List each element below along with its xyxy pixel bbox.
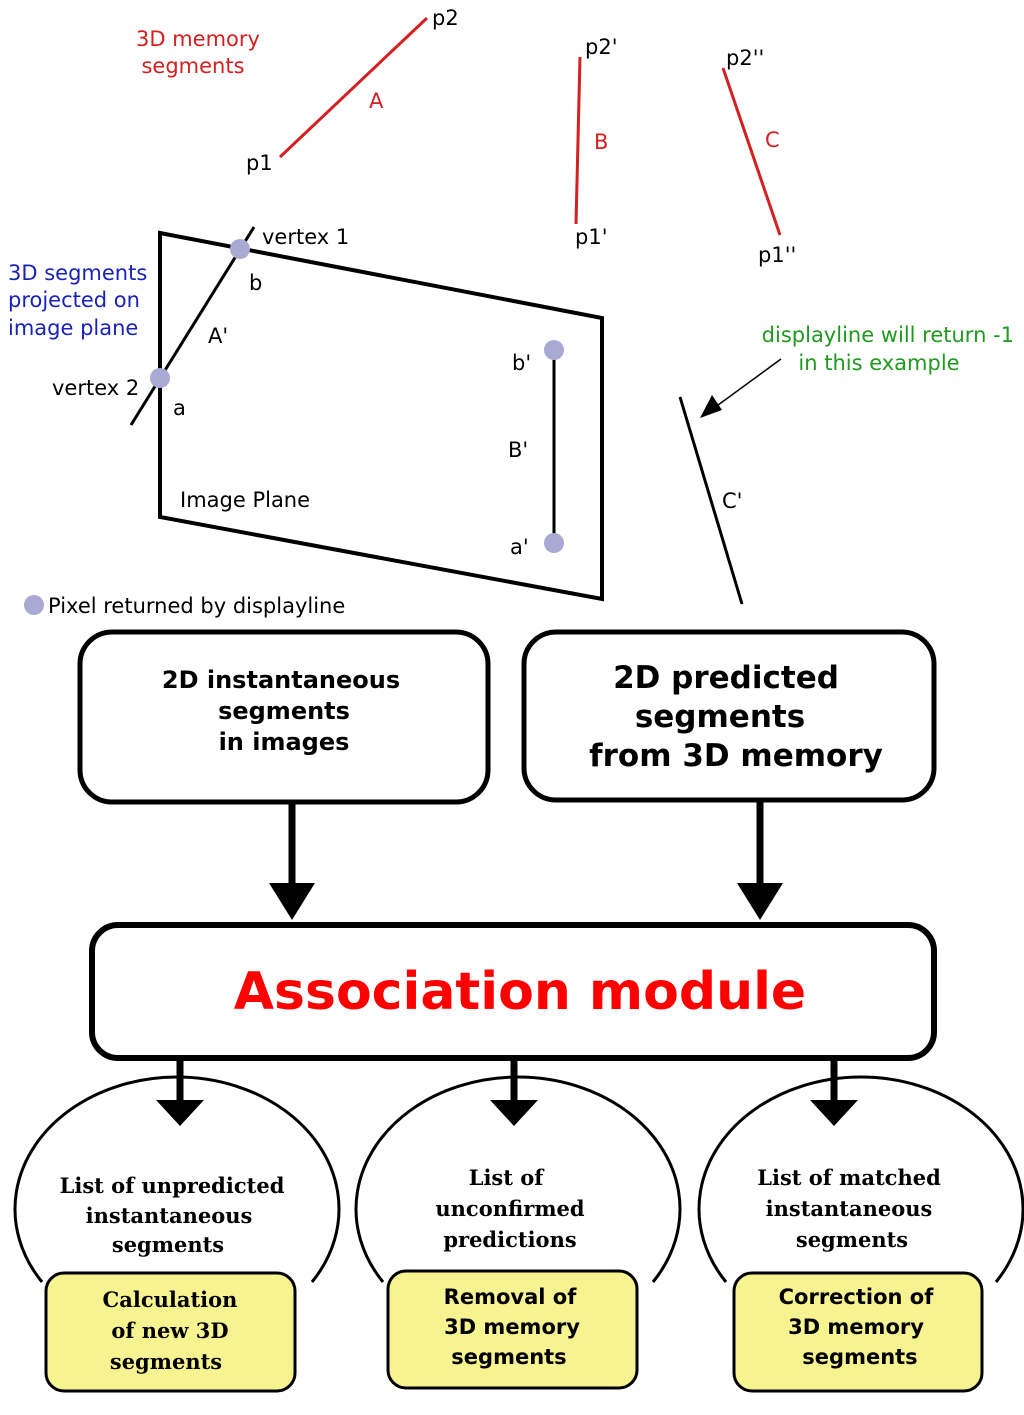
annotation-arrow-shaft	[713, 358, 782, 409]
output-2-arc	[354, 1075, 682, 1283]
vertex-1-pixel-dot	[230, 239, 250, 259]
arrow-output-2-head	[490, 1100, 538, 1126]
projected-label-line1: 3D segments	[8, 261, 147, 285]
projected-segment-c-prime	[678, 396, 744, 605]
output-1-list-line2: instantaneous	[86, 1203, 253, 1228]
input-right-line3: from 3D memory	[589, 738, 883, 774]
association-module-title: Association module	[234, 962, 806, 1022]
output-2-list-line3: predictions	[443, 1227, 576, 1252]
memory-segment-a	[278, 16, 429, 159]
segment-c-label: C	[765, 128, 780, 152]
output-3-list-line2: instantaneous	[766, 1196, 933, 1221]
segment-a-prime-label: A'	[208, 324, 228, 348]
output-3-action-line1: Correction of	[779, 1285, 935, 1309]
input-box-predicted	[521, 629, 937, 803]
output-3-list-line3: segments	[796, 1227, 908, 1252]
output-3-action-box	[732, 1271, 984, 1393]
arrow-right-head	[737, 883, 783, 920]
arrow-left-head	[269, 883, 315, 920]
output-2-action-line3: segments	[451, 1345, 566, 1369]
input-left-line2: segments	[218, 697, 350, 725]
segment-a-label: A	[369, 89, 384, 113]
point-a-prime-label: a'	[510, 535, 529, 559]
output-1-action-box	[44, 1271, 297, 1393]
segment-b-start-label: p1'	[575, 225, 607, 249]
annotation-arrow-head	[700, 395, 722, 418]
legend-pixel-dot	[24, 595, 44, 615]
output-1-arc	[13, 1075, 341, 1283]
segment-b-end-label: p2'	[585, 35, 617, 59]
output-1-list-line3: segments	[112, 1232, 224, 1257]
point-b-label: b	[249, 271, 262, 295]
memory-segment-c	[721, 67, 782, 236]
segment-c-end-label: p2''	[726, 46, 764, 70]
output-3-action-line3: segments	[802, 1345, 917, 1369]
segment-c-start-label: p1''	[758, 243, 796, 267]
point-b-prime-label: b'	[512, 351, 531, 375]
image-plane-label: Image Plane	[180, 488, 310, 512]
output-1-action-line1: Calculation	[103, 1287, 238, 1312]
memory-segment-b	[574, 56, 582, 225]
point-a-label: a	[173, 396, 186, 420]
output-1-list-line1: List of unpredicted	[60, 1173, 285, 1198]
arrow-output-1-head	[156, 1100, 204, 1126]
annotation-line1: displayline will return -1	[762, 323, 1014, 347]
memory-heading-line2: segments	[141, 54, 244, 78]
output-3-action-line2: 3D memory	[788, 1315, 924, 1339]
segment-b-label: B	[594, 130, 608, 154]
input-left-line1: 2D instantaneous	[162, 666, 400, 694]
output-2-list-line2: unconfirmed	[435, 1196, 585, 1221]
projected-segment-a-prime	[129, 226, 256, 426]
segment-a-start-label: p1	[246, 151, 273, 175]
segment-c-prime-label: C'	[722, 489, 742, 513]
input-left-line3: in images	[219, 728, 350, 756]
output-2-action-line1: Removal of	[444, 1285, 578, 1309]
output-2-action-box	[386, 1269, 639, 1390]
vertex-2-pixel-dot	[150, 368, 170, 388]
output-2-action-line2: 3D memory	[444, 1315, 580, 1339]
segment-b-prime-label: B'	[508, 438, 528, 462]
input-box-instantaneous	[77, 629, 491, 805]
arrow-output-3-head	[810, 1100, 858, 1126]
projected-label-line2: projected on	[8, 288, 140, 312]
association-module-box	[89, 922, 937, 1061]
input-right-line1: 2D predicted	[613, 660, 839, 696]
input-right-line2: segments	[635, 699, 805, 735]
vertex-1-label: vertex 1	[262, 225, 349, 249]
output-3-arc	[697, 1075, 1024, 1283]
annotation-line2: in this example	[798, 351, 959, 375]
output-3-list-line1: List of matched	[757, 1165, 941, 1190]
image-plane	[158, 230, 604, 602]
segment-a-end-label: p2	[432, 6, 459, 30]
memory-heading-line1: 3D memory	[136, 27, 260, 51]
b-prime-pixel-dot	[544, 340, 564, 360]
a-prime-pixel-dot	[544, 533, 564, 553]
output-1-action-line2: of new 3D	[111, 1318, 228, 1343]
vertex-2-label: vertex 2	[52, 376, 139, 400]
legend-pixel-label: Pixel returned by displayline	[48, 594, 345, 618]
output-2-list-line1: List of	[469, 1165, 546, 1190]
projected-label-line3: image plane	[8, 316, 138, 340]
output-1-action-line3: segments	[110, 1349, 222, 1374]
